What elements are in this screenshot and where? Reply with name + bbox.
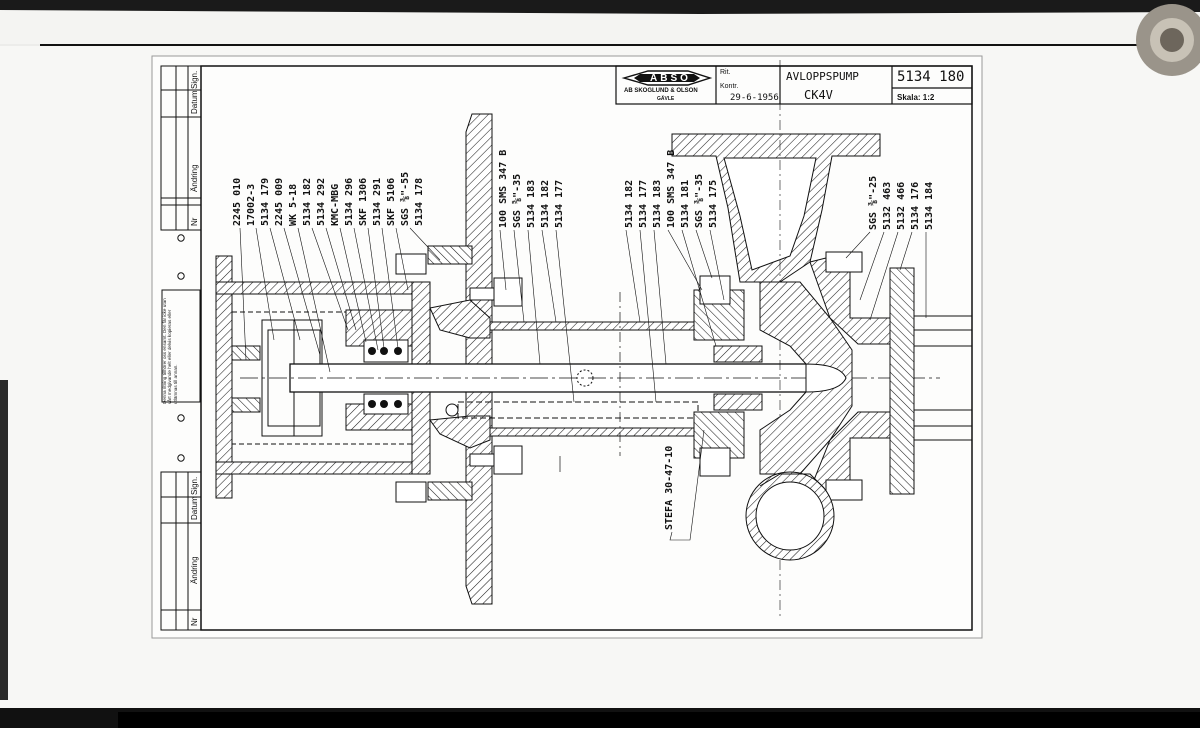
part-number-label: 5134 179 — [260, 177, 271, 226]
part-number-label: 5134 182 — [624, 179, 635, 228]
punch-hole — [177, 234, 185, 242]
scale: Skala: 1:2 — [897, 93, 935, 102]
part-number-label: 2245 009 — [274, 177, 285, 226]
logo-text: ABSO — [650, 73, 691, 84]
punch-hole — [177, 454, 185, 462]
company-city: GÄVLE — [657, 96, 675, 102]
rev-header-datum: Datum — [190, 90, 199, 114]
part-number-label: 100 SMS 347 B — [666, 149, 677, 228]
pump-casing — [671, 60, 973, 620]
part-number-label: 5134 182 — [302, 177, 313, 226]
part-number-label: 5134 182 — [540, 179, 551, 228]
title-block — [615, 65, 973, 105]
model-name: CK4V — [804, 88, 833, 102]
part-number-label: SKF 5106 — [386, 177, 397, 226]
notice-text: Denna ritning tillhörer oss ensamt. Den … — [162, 298, 178, 404]
part-number-label: 5134 296 — [344, 177, 355, 226]
motor-flange — [395, 113, 523, 605]
part-number-label: 5132 466 — [896, 181, 907, 230]
notice-box — [161, 289, 201, 403]
rev-header-sign: Sign. — [190, 476, 199, 495]
revision-table-bottom — [160, 471, 202, 631]
punch-hole — [177, 272, 185, 280]
revision-table-top — [160, 65, 202, 231]
part-number-label: 5134 177 — [554, 179, 565, 228]
part-name: AVLOPPSPUMP — [786, 70, 859, 83]
part-number-label: 5134 183 — [652, 179, 663, 228]
part-number-label: 5134 183 — [526, 179, 537, 228]
drawing-date: 29-6-1956 — [730, 93, 779, 103]
rev-header-nr: Nr — [190, 217, 199, 226]
rev-header-andring: Ändring — [190, 556, 199, 584]
part-number-label: KMC-MBG — [330, 183, 341, 226]
rev-header-sign: Sign. — [190, 70, 199, 89]
part-number-label: 5134 178 — [414, 177, 425, 226]
part-number-label: 100 SMS 347 B — [498, 149, 509, 228]
part-number-label: 17002-3 — [246, 183, 257, 226]
part-number-label: WK 5-18 — [288, 183, 299, 226]
drawing-number: 5134 180 — [897, 69, 965, 85]
part-number-label: SGS ⅜"-55 — [400, 171, 411, 226]
part-number-label: 5134 176 — [910, 181, 921, 230]
rev-header-nr: Nr — [190, 617, 199, 626]
part-number-label: 5132 463 — [882, 181, 893, 230]
leader-lines — [239, 227, 927, 541]
rev-header-datum: Datum — [190, 496, 199, 520]
part-number-label: 2245 010 — [232, 177, 243, 226]
part-number-label: 5134 177 — [638, 179, 649, 228]
part-number-label: 5134 291 — [372, 177, 383, 226]
part-number-label: 5134 184 — [924, 181, 935, 230]
part-number-label: 5134 292 — [316, 177, 327, 226]
part-number-label: 5134 181 — [680, 179, 691, 228]
part-number-label: SGS ⅝"-35 — [512, 173, 523, 228]
part-number-label: SGS ⅜"-25 — [868, 175, 879, 230]
bottom-part-label: STEFA 30-47-10 — [664, 445, 675, 530]
company-name: AB SKOGLUND & OLSON — [624, 88, 698, 94]
part-number-label: SGS ⅜"-35 — [694, 173, 705, 228]
abso-logo — [621, 70, 713, 86]
kontr-label: Kontr. — [720, 83, 739, 90]
punch-hole — [177, 414, 185, 422]
rev-header-andring: Ändring — [190, 164, 199, 192]
part-number-label: SKF 1306 — [358, 177, 369, 226]
part-number-label: 5134 175 — [708, 179, 719, 228]
rit-label: Rit. — [720, 69, 731, 76]
